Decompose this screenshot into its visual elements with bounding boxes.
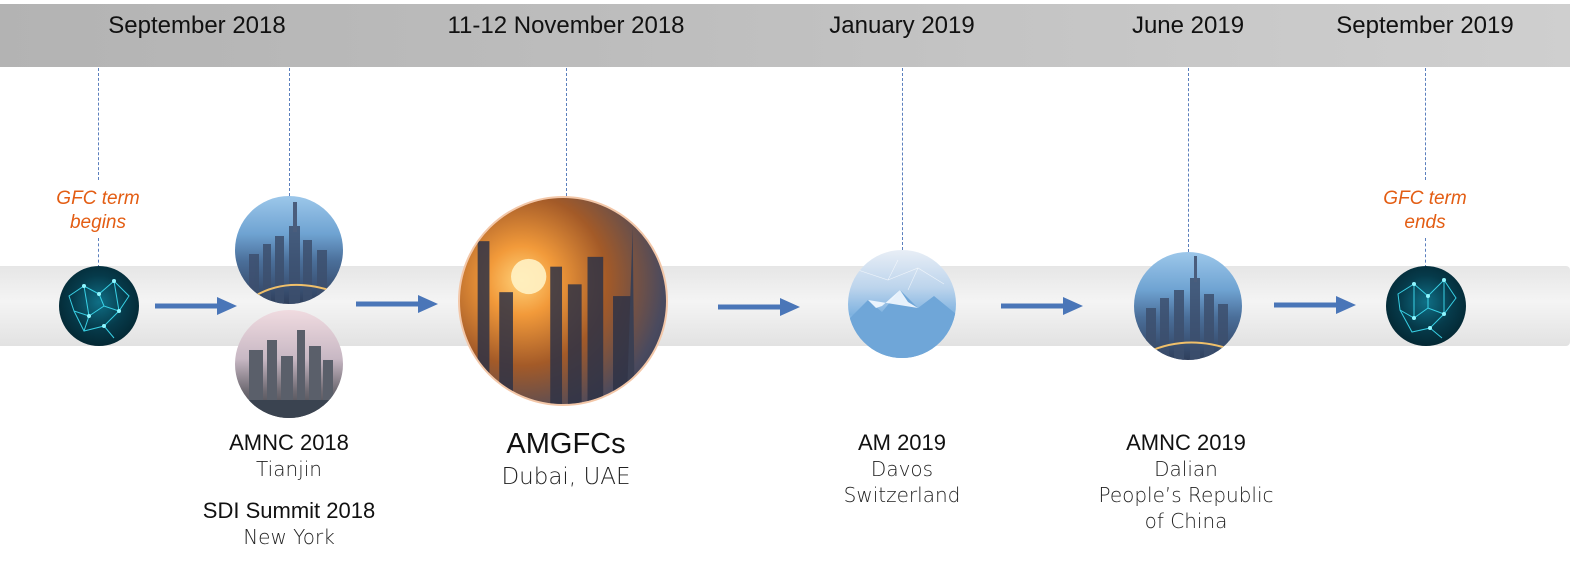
dubai-city-image	[458, 196, 668, 406]
event-place: New York	[243, 525, 335, 549]
event-title: AMNC 2019	[1126, 430, 1246, 455]
dalian-city-image	[1134, 252, 1242, 360]
date-september-2018: September 2018	[108, 12, 286, 39]
connector-line	[566, 68, 567, 196]
event-place: of China	[1144, 509, 1228, 533]
event-am-2019: AM 2019 Davos Switzerland	[844, 430, 961, 508]
connector-line	[1425, 68, 1426, 180]
gfc-term-ends-line1: GFC term	[1383, 188, 1467, 209]
network-globe-icon	[1386, 266, 1466, 346]
date-september-2019: September 2019	[1336, 12, 1514, 39]
date-november-2018: 11-12 November 2018	[447, 12, 685, 39]
gfc-term-begins-label: GFC term begins	[56, 187, 139, 235]
event-place: Switzerland	[843, 483, 961, 507]
right-arrow-icon	[1274, 296, 1356, 314]
event-title: AMNC 2018	[229, 430, 349, 455]
event-place: Dubai, UAE	[501, 464, 631, 490]
event-title: SDI Summit 2018	[202, 498, 376, 523]
event-place: Dalian	[1154, 457, 1218, 481]
gfc-term-ends-line2: ends	[1404, 212, 1446, 233]
event-title: AMGFCs	[506, 428, 626, 460]
date-june-2019: June 2019	[1131, 12, 1245, 39]
right-arrow-icon	[1001, 297, 1083, 315]
connector-line	[289, 68, 290, 196]
tianjin-city-image	[235, 196, 343, 304]
connector-line	[1425, 238, 1426, 268]
event-place: People’s Republic	[1098, 483, 1274, 507]
network-globe-icon	[59, 266, 139, 346]
connector-line	[1188, 68, 1189, 252]
event-amgfcs: AMGFCs Dubai, UAE	[501, 427, 630, 493]
event-amnc-2018: AMNC 2018 Tianjin	[229, 430, 349, 482]
timeline-header-band	[0, 4, 1570, 67]
event-title: AM 2019	[857, 430, 947, 455]
connector-line	[902, 68, 903, 250]
davos-mountain-image	[848, 250, 956, 358]
right-arrow-icon	[718, 298, 800, 316]
connector-line	[98, 238, 99, 268]
event-place: Tianjin	[256, 457, 322, 481]
event-place: Davos	[870, 457, 934, 481]
right-arrow-icon	[155, 297, 237, 315]
event-amnc-2019: AMNC 2019 Dalian People’s Republic of Ch…	[1098, 430, 1273, 534]
right-arrow-icon	[356, 295, 438, 313]
date-january-2019: January 2019	[829, 12, 975, 39]
gfc-term-ends-label: GFC term ends	[1383, 187, 1466, 235]
new-york-city-image	[235, 310, 343, 418]
gfc-term-begins-line1: GFC term	[56, 188, 140, 209]
connector-line	[98, 68, 99, 180]
gfc-term-begins-line2: begins	[69, 212, 126, 233]
event-sdi-summit-2018: SDI Summit 2018 New York	[203, 498, 375, 550]
